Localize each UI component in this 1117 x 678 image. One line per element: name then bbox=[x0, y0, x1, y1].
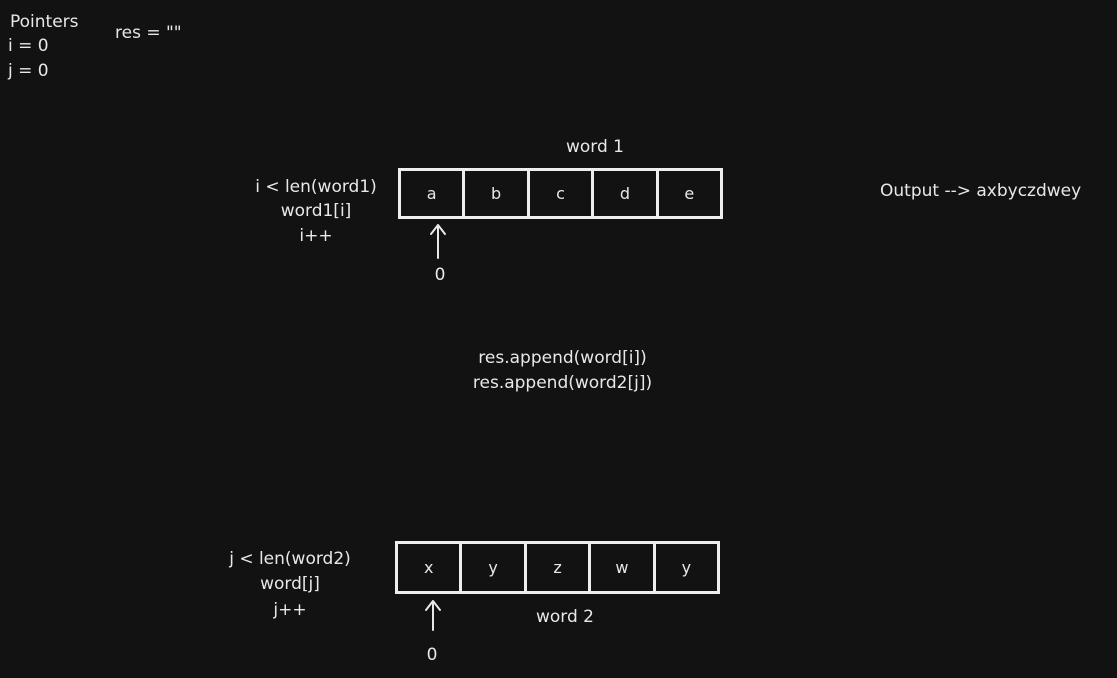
pointers-title: Pointers bbox=[10, 12, 79, 32]
word1-pointer-index: 0 bbox=[434, 265, 446, 285]
word2-cell: y bbox=[459, 544, 523, 591]
word1-condition-loop: i < len(word1) bbox=[255, 177, 377, 197]
word2-cell: z bbox=[523, 544, 588, 591]
word2-cell: x bbox=[423, 558, 434, 577]
word1-cell: a bbox=[426, 184, 437, 203]
word2-condition-increment: j++ bbox=[273, 600, 307, 620]
op-append-word1: res.append(word[i]) bbox=[478, 348, 647, 368]
output-text: Output --> axbyczdwey bbox=[880, 181, 1082, 201]
word1-cell: b bbox=[462, 171, 526, 216]
op-append-word2: res.append(word2[j]) bbox=[472, 373, 653, 393]
word1-condition-increment: i++ bbox=[299, 226, 333, 246]
word1-pointer-arrow bbox=[430, 224, 446, 259]
word1-condition-access: word1[i] bbox=[280, 201, 352, 221]
word2-array: x y z w y bbox=[395, 541, 720, 594]
word2-condition-loop: j < len(word2) bbox=[229, 549, 351, 569]
word1-cell: c bbox=[526, 171, 591, 216]
word2-cell: y bbox=[652, 544, 717, 591]
word1-cell: d bbox=[591, 171, 655, 216]
j-init: j = 0 bbox=[8, 61, 49, 81]
word2-pointer-arrow bbox=[425, 600, 441, 631]
word1-array: a b c d e bbox=[398, 168, 723, 219]
word2-condition-access: word[j] bbox=[260, 574, 320, 594]
word2-cell: w bbox=[588, 544, 652, 591]
i-init: i = 0 bbox=[8, 36, 49, 56]
res-init: res = "" bbox=[115, 23, 182, 43]
word1-cell: e bbox=[655, 171, 720, 216]
word2-pointer-index: 0 bbox=[426, 645, 438, 665]
word1-label: word 1 bbox=[565, 137, 624, 157]
word2-label: word 2 bbox=[535, 607, 594, 627]
